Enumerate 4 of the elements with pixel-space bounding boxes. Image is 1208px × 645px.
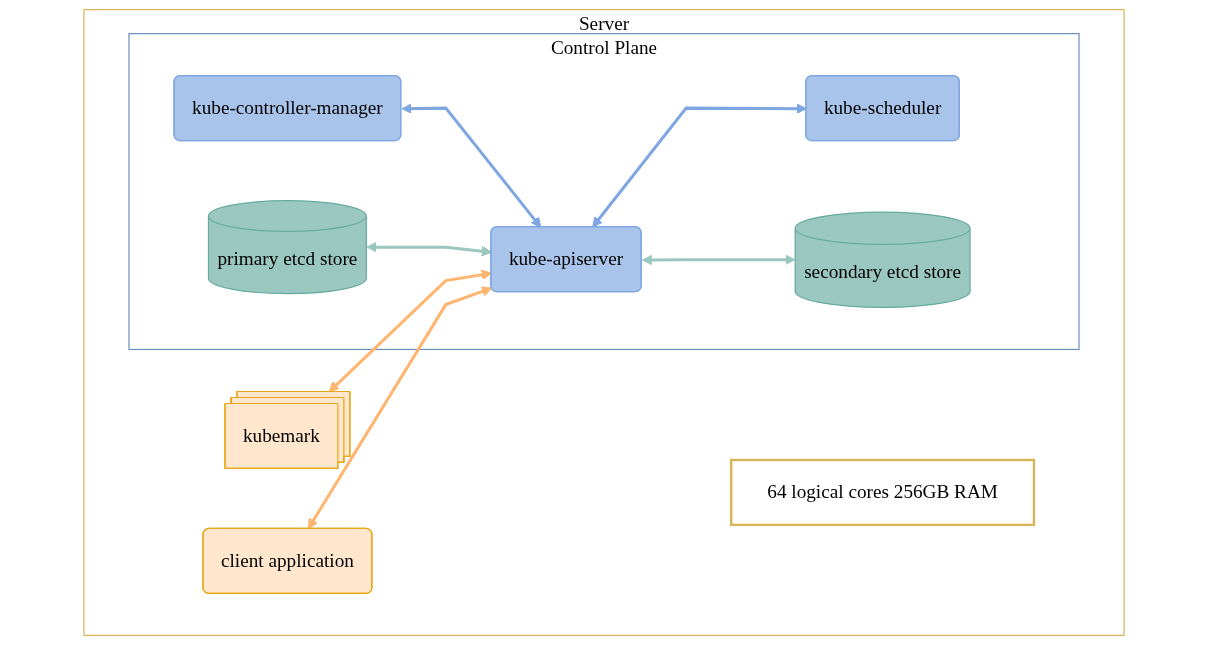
arrow bbox=[307, 286, 493, 530]
arrow bbox=[401, 103, 542, 228]
arrow bbox=[641, 254, 796, 266]
node-box: 64 logical cores 256GB RAM bbox=[730, 458, 1036, 527]
